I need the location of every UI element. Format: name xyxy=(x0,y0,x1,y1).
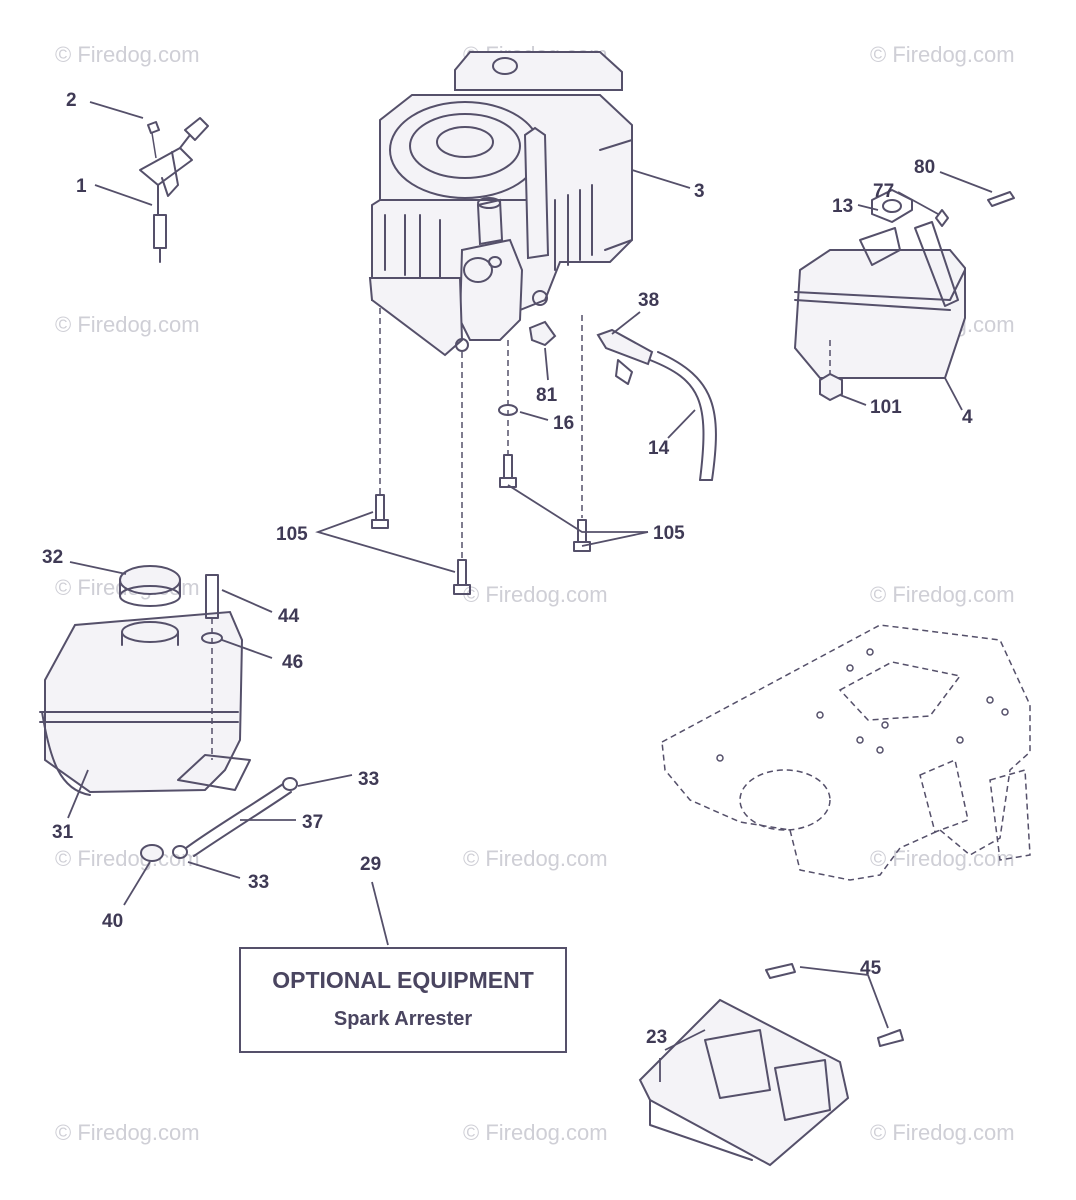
callout-37: 37 xyxy=(302,812,323,833)
callout-33: 33 xyxy=(358,769,379,790)
throttle-control xyxy=(89,101,209,263)
small-hardware xyxy=(498,320,557,421)
fuel-tank xyxy=(39,561,273,819)
callout-23: 23 xyxy=(646,1027,667,1048)
callout-38: 38 xyxy=(638,290,659,311)
bolts-105 xyxy=(315,454,649,595)
mower-deck-frame xyxy=(661,624,1031,881)
callout-80: 80 xyxy=(914,157,935,178)
callout-2: 2 xyxy=(66,90,77,111)
watermark: © Firedog.com xyxy=(870,1120,1015,1145)
callout-40: 40 xyxy=(102,911,123,932)
watermark: © Firedog.com xyxy=(55,1120,200,1145)
leader-29 xyxy=(371,881,389,946)
engine xyxy=(368,51,691,357)
callout-1: 1 xyxy=(76,176,87,197)
watermark: © Firedog.com xyxy=(463,582,608,607)
callout-14: 14 xyxy=(648,438,670,459)
mounting-lines xyxy=(379,308,583,558)
callout-labels: 2 1 3 80 77 13 38 81 16 14 101 4 105 105… xyxy=(42,90,973,1048)
watermark: © Firedog.com xyxy=(870,846,1015,871)
callout-77: 77 xyxy=(873,181,894,202)
optional-equipment-box: OPTIONAL EQUIPMENT Spark Arrester xyxy=(239,947,567,1053)
callout-32: 32 xyxy=(42,547,63,568)
spark-arrester-label: Spark Arrester xyxy=(333,1008,473,1030)
watermark: © Firedog.com xyxy=(55,42,200,67)
callout-46: 46 xyxy=(282,652,303,673)
callout-3: 3 xyxy=(694,181,705,202)
callout-13: 13 xyxy=(832,196,853,217)
callout-29: 29 xyxy=(360,854,381,875)
fuel-hose xyxy=(596,311,717,481)
callout-4: 4 xyxy=(962,407,973,428)
watermark: © Firedog.com xyxy=(55,312,200,337)
callout-44: 44 xyxy=(278,606,300,627)
callout-33: 33 xyxy=(248,872,269,893)
watermark: © Firedog.com xyxy=(55,846,200,871)
watermark: © Firedog.com xyxy=(870,42,1015,67)
callout-45: 45 xyxy=(860,958,882,979)
fuel-line xyxy=(123,774,353,906)
watermark: © Firedog.com xyxy=(463,1120,608,1145)
callout-16: 16 xyxy=(553,413,574,434)
callout-105: 105 xyxy=(276,524,308,545)
spark-arrester-bracket xyxy=(638,963,904,1167)
watermark: © Firedog.com xyxy=(870,582,1015,607)
callout-81: 81 xyxy=(536,385,558,406)
optional-equipment-title: OPTIONAL EQUIPMENT xyxy=(272,967,534,993)
watermark: © Firedog.com xyxy=(463,846,608,871)
muffler xyxy=(793,171,1015,411)
callout-31: 31 xyxy=(52,822,74,843)
callout-105: 105 xyxy=(653,523,685,544)
callout-101: 101 xyxy=(870,397,902,418)
